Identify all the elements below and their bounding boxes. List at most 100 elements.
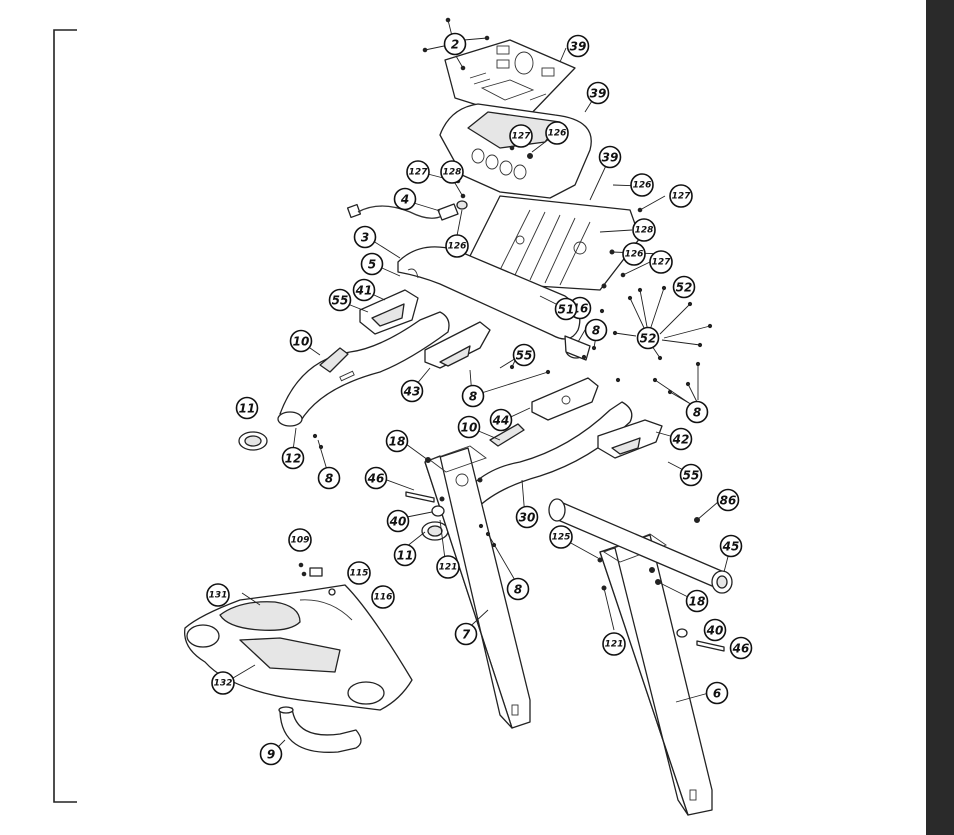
callout-label: 126 — [448, 242, 467, 252]
callout-label: 12 — [285, 452, 302, 466]
callout-label: 40 — [706, 624, 724, 638]
part-callout: 116 — [372, 586, 394, 608]
callout-label: 52 — [640, 332, 657, 346]
part-callout: 126 — [631, 174, 653, 196]
callout-label: 126 — [548, 129, 567, 139]
part-callout: 11 — [395, 545, 416, 566]
callout-label: 127 — [409, 168, 429, 178]
part-callout: 18 — [687, 591, 708, 612]
callout-label: 127 — [652, 258, 672, 268]
callout-label: 121 — [439, 563, 458, 573]
part-callout: 121 — [603, 633, 625, 655]
part-callout: 10 — [291, 331, 312, 352]
callout-label: 52 — [676, 281, 693, 295]
callout-label: 86 — [720, 494, 737, 508]
part-callout: 127 — [407, 161, 429, 183]
callout-label: 55 — [683, 469, 700, 483]
part-callout: 43 — [402, 381, 423, 402]
part-callout: 5 — [362, 254, 383, 275]
part-callout: 51 — [556, 299, 577, 320]
callout-label: 128 — [635, 226, 654, 236]
callout-label: 125 — [552, 533, 571, 543]
part-callout: 42 — [671, 429, 692, 450]
part-callout: 39 — [588, 83, 609, 104]
callout-label: 3 — [361, 231, 369, 245]
callout-label: 8 — [469, 390, 477, 404]
part-callout: 11 — [237, 398, 258, 419]
callout-label: 8 — [514, 583, 522, 597]
callout-label: 43 — [403, 385, 421, 399]
part-callout: 109 — [289, 529, 311, 551]
callout-label: 8 — [592, 324, 600, 338]
callout-label: 127 — [512, 132, 532, 142]
part-callout: 40 — [388, 511, 409, 532]
part-callout: 132 — [212, 672, 234, 694]
part-callout: 128 — [633, 219, 655, 241]
part-callout: 127 — [670, 185, 692, 207]
part-callout: 30 — [517, 507, 538, 528]
part-callout: 41 — [354, 280, 375, 301]
callout-label: 46 — [367, 472, 385, 486]
part-callout: 125 — [550, 526, 572, 548]
callout-label: 18 — [689, 595, 706, 609]
callout-label: 126 — [633, 181, 652, 191]
callout-label: 116 — [374, 593, 393, 603]
callout-label: 131 — [209, 591, 228, 601]
callout-label: 2 — [451, 38, 459, 52]
right-end-cap — [422, 522, 448, 540]
part-callout: 8 — [463, 386, 484, 407]
part-callout: 115 — [348, 562, 370, 584]
left-handlebar — [278, 312, 449, 426]
callout-label: 4 — [400, 193, 409, 207]
part-callout: 8 — [687, 402, 708, 423]
callout-label: 30 — [519, 511, 536, 525]
callout-label: 11 — [397, 549, 414, 563]
part-callout: 3 — [355, 227, 376, 248]
callout-label: 115 — [350, 569, 369, 579]
part-callout: 131 — [207, 584, 229, 606]
callout-label: 6 — [713, 687, 721, 701]
part-callout: 8 — [508, 579, 529, 600]
callout-label: 127 — [672, 192, 692, 202]
callout-label: 9 — [267, 748, 275, 762]
callout-label: 55 — [332, 294, 349, 308]
part-callout: 55 — [681, 465, 702, 486]
part-callout: 45 — [721, 536, 742, 557]
part-callout: 128 — [441, 161, 463, 183]
part-callout: 8 — [586, 320, 607, 341]
callout-label: 18 — [389, 435, 406, 449]
part-callout: 46 — [731, 638, 752, 659]
callout-label: 109 — [291, 536, 310, 546]
callout-label: 5 — [368, 258, 376, 272]
callout-label: 55 — [516, 349, 533, 363]
part-callout: 2 — [445, 34, 466, 55]
part-callout: 127 — [510, 125, 532, 147]
part-callout: 126 — [623, 243, 645, 265]
callout-label: 132 — [214, 679, 233, 689]
part-callout: 86 — [718, 490, 739, 511]
part-callout: 52 — [638, 328, 659, 349]
callout-label: 42 — [672, 433, 690, 447]
part-callout: 44 — [491, 410, 512, 431]
part-callout: 8 — [319, 468, 340, 489]
part-callout: 40 — [705, 620, 726, 641]
pivot-tube — [279, 707, 361, 752]
part-callout: 126 — [546, 122, 568, 144]
callout-label: 11 — [239, 402, 256, 416]
callout-label: 40 — [389, 515, 407, 529]
part-callout: 6 — [707, 683, 728, 704]
part-callout: 12 — [283, 448, 304, 469]
callout-label: 44 — [492, 414, 510, 428]
callout-label: 126 — [625, 250, 644, 260]
part-callout: 4 — [395, 189, 416, 210]
part-callout: 39 — [600, 147, 621, 168]
part-callout: 9 — [261, 744, 282, 765]
callout-label: 121 — [605, 640, 624, 650]
callout-label: 8 — [325, 472, 333, 486]
part-callout: 10 — [459, 417, 480, 438]
callout-label: 46 — [732, 642, 750, 656]
console-front-housing — [440, 104, 591, 198]
part-callout: 55 — [514, 345, 535, 366]
part-callout: 126 — [446, 235, 468, 257]
